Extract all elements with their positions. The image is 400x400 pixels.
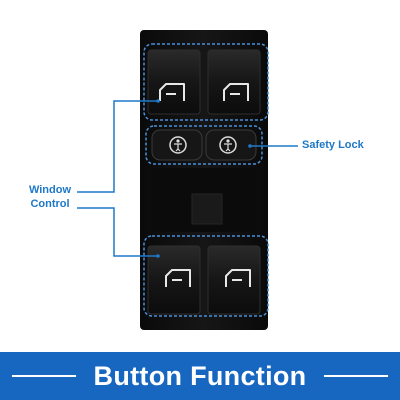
window-control-callout-lines <box>77 100 158 257</box>
child-person-icon <box>169 136 187 154</box>
window-door-icon <box>223 83 249 101</box>
rear-left-window-switch[interactable] <box>147 245 201 315</box>
window-door-icon <box>165 269 191 287</box>
callout-dot <box>248 144 252 148</box>
panel-center-socket <box>191 193 223 225</box>
window-control-label: Window Control <box>25 183 75 211</box>
callout-dot <box>156 99 160 103</box>
banner-title: Button Function <box>93 361 307 391</box>
top-switch-highlight <box>143 43 269 121</box>
bottom-switch-highlight <box>143 235 269 317</box>
callout-dot <box>156 254 160 258</box>
safety-lock-left-button[interactable] <box>151 129 203 161</box>
window-control-label-line2: Control <box>30 198 70 210</box>
banner-divider-left <box>12 375 76 377</box>
banner-divider-right <box>324 375 388 377</box>
button-function-banner: Button Function <box>0 352 400 400</box>
window-control-label-line1: Window <box>28 184 72 196</box>
safety-lock-right-button[interactable] <box>205 129 257 161</box>
window-door-icon <box>159 83 185 101</box>
window-door-icon <box>225 269 251 287</box>
front-left-window-switch[interactable] <box>147 49 201 115</box>
safety-lock-highlight <box>145 125 263 165</box>
rear-right-window-switch[interactable] <box>207 245 261 315</box>
child-person-icon <box>219 136 237 154</box>
safety-lock-label: Safety Lock <box>302 139 364 151</box>
front-right-window-switch[interactable] <box>207 49 261 115</box>
